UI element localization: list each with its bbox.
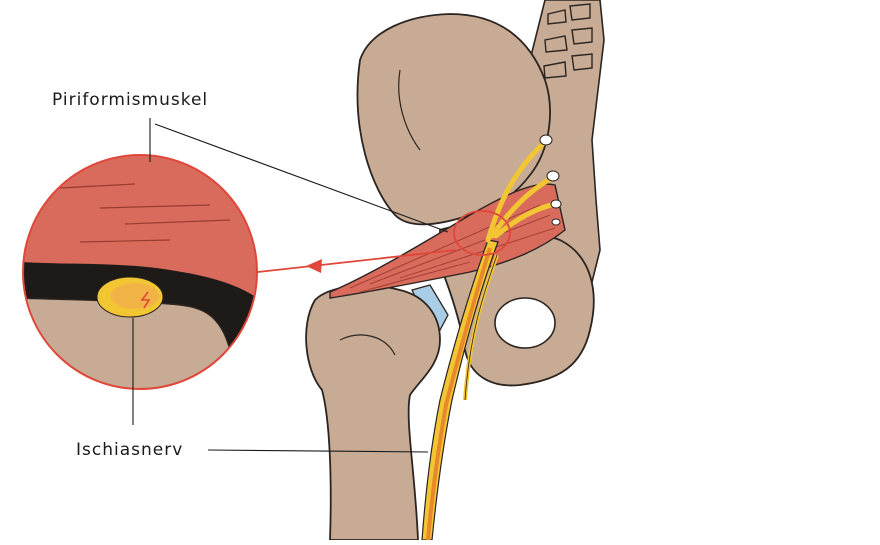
compression-highlight [453,210,511,256]
femur [305,284,441,541]
ilium-line [398,69,421,151]
label-piriformis: Piriformismuskel [52,90,209,110]
label-sciatic-nerve: Ischiasnerv [76,440,184,460]
muscle-fibers [349,204,556,293]
piriformis-muscle [329,183,566,299]
sciatic-leader [207,449,429,453]
piriformis-leader [154,123,449,233]
femur-neck-line [339,334,396,356]
zoom-circle [22,154,258,390]
foramina [539,134,562,226]
pointer-line [257,249,457,273]
nerve-roots [485,139,559,243]
lightning-icon [140,291,151,309]
ilium [356,13,551,226]
arrow-left-icon [306,259,322,273]
vertebra-processes [543,3,593,79]
obturator-foramen [494,297,556,349]
